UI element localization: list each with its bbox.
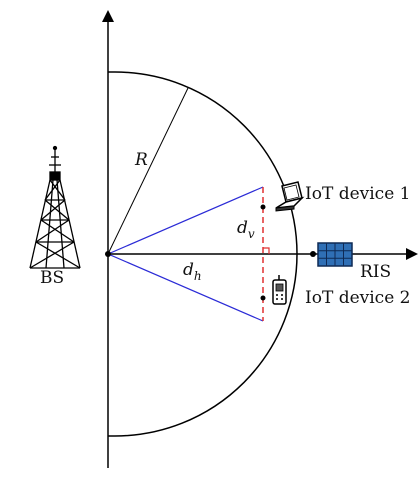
device2-point <box>260 295 266 301</box>
device1-point <box>260 204 266 210</box>
device2-label: IoT device 2 <box>305 288 410 308</box>
lower-blue-line <box>107 253 264 322</box>
device1-label: IoT device 1 <box>305 184 410 204</box>
bs-label: BS <box>40 268 64 288</box>
radius-label: R <box>134 150 148 170</box>
radius-line <box>107 87 189 255</box>
ris-label: RIS <box>360 262 391 282</box>
mobile-phone-icon <box>272 275 287 305</box>
upper-blue-line <box>107 186 264 255</box>
bs-point <box>105 251 111 257</box>
right-angle-marker <box>263 247 270 254</box>
coverage-semicircle <box>108 71 298 437</box>
ris-point <box>310 251 316 257</box>
dh-label: dh <box>183 260 202 283</box>
cell-tower-icon <box>29 145 81 269</box>
laptop-icon <box>275 181 305 212</box>
ris-panel-icon <box>317 242 353 267</box>
dv-label: dv <box>237 218 255 241</box>
